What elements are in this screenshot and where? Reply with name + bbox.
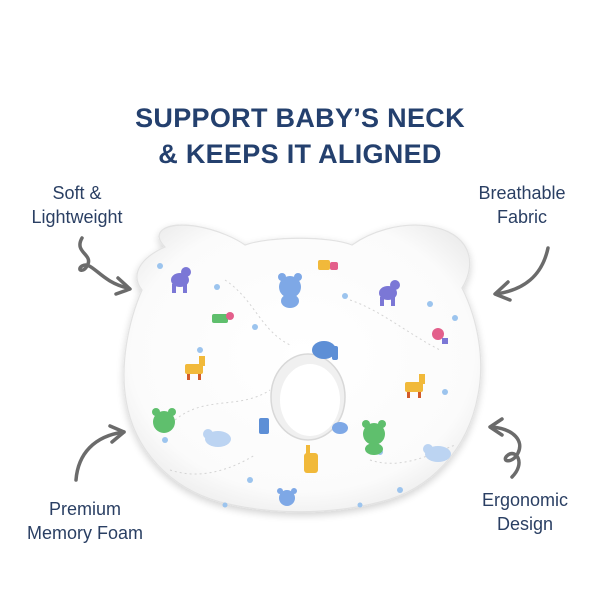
headline: SUPPORT BABY’S NECK & KEEPS IT ALIGNED (0, 100, 600, 172)
feature-breathable-line-2: Fabric (496, 207, 547, 227)
feature-premium-line-1: Premium (48, 499, 121, 519)
feature-soft-line-1: Soft & (52, 183, 102, 203)
feature-ergonomic-design: Ergonomic Design (465, 488, 585, 536)
headline-line-2: & KEEPS IT ALIGNED (158, 139, 442, 169)
feature-ergonomic-line-1: Ergonomic (481, 490, 569, 510)
curly-arrow-icon (78, 236, 132, 296)
curly-arrow-icon (488, 417, 522, 479)
feature-breathable-line-1: Breathable (478, 183, 566, 203)
feature-premium-line-2: Memory Foam (26, 523, 143, 543)
feature-breathable-fabric: Breathable Fabric (462, 181, 582, 229)
feature-premium-memory-foam: Premium Memory Foam (10, 497, 160, 545)
curly-arrow-icon (74, 424, 126, 482)
curly-arrow-icon (493, 246, 550, 302)
feature-soft-lightweight: Soft & Lightweight (22, 181, 132, 229)
feature-soft-line-2: Lightweight (31, 207, 123, 227)
animal-motifs (152, 260, 451, 506)
feature-ergonomic-line-2: Design (496, 514, 554, 534)
headline-line-1: SUPPORT BABY’S NECK (135, 103, 465, 133)
